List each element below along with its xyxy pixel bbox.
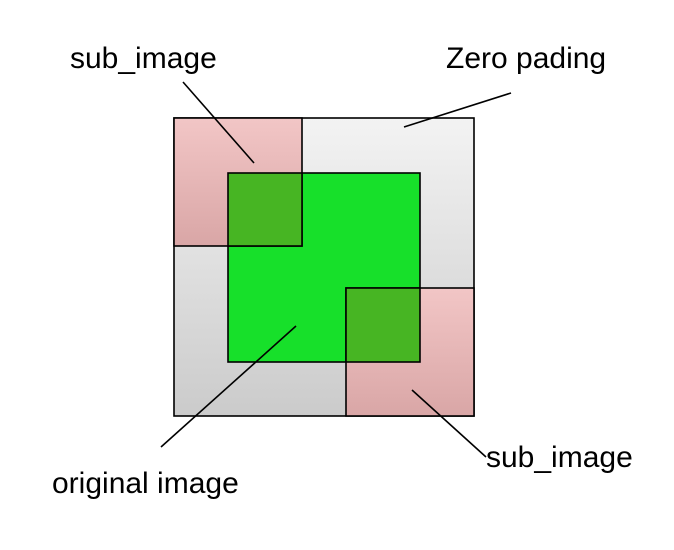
- leader-line-sub-image-top: [182, 81, 255, 164]
- label-sub-image-top: sub_image: [70, 42, 217, 75]
- leader-line-zero-padding: [403, 92, 512, 128]
- leader-line-original-image: [160, 325, 297, 448]
- label-zero-padding: Zero pading: [446, 42, 606, 75]
- label-original-image: original image: [52, 467, 239, 500]
- overlap-bottom-right: [345, 287, 421, 363]
- label-sub-image-bottom: sub_image: [486, 441, 633, 474]
- overlap-top-left: [227, 172, 303, 247]
- leader-line-sub-image-bottom: [411, 389, 487, 458]
